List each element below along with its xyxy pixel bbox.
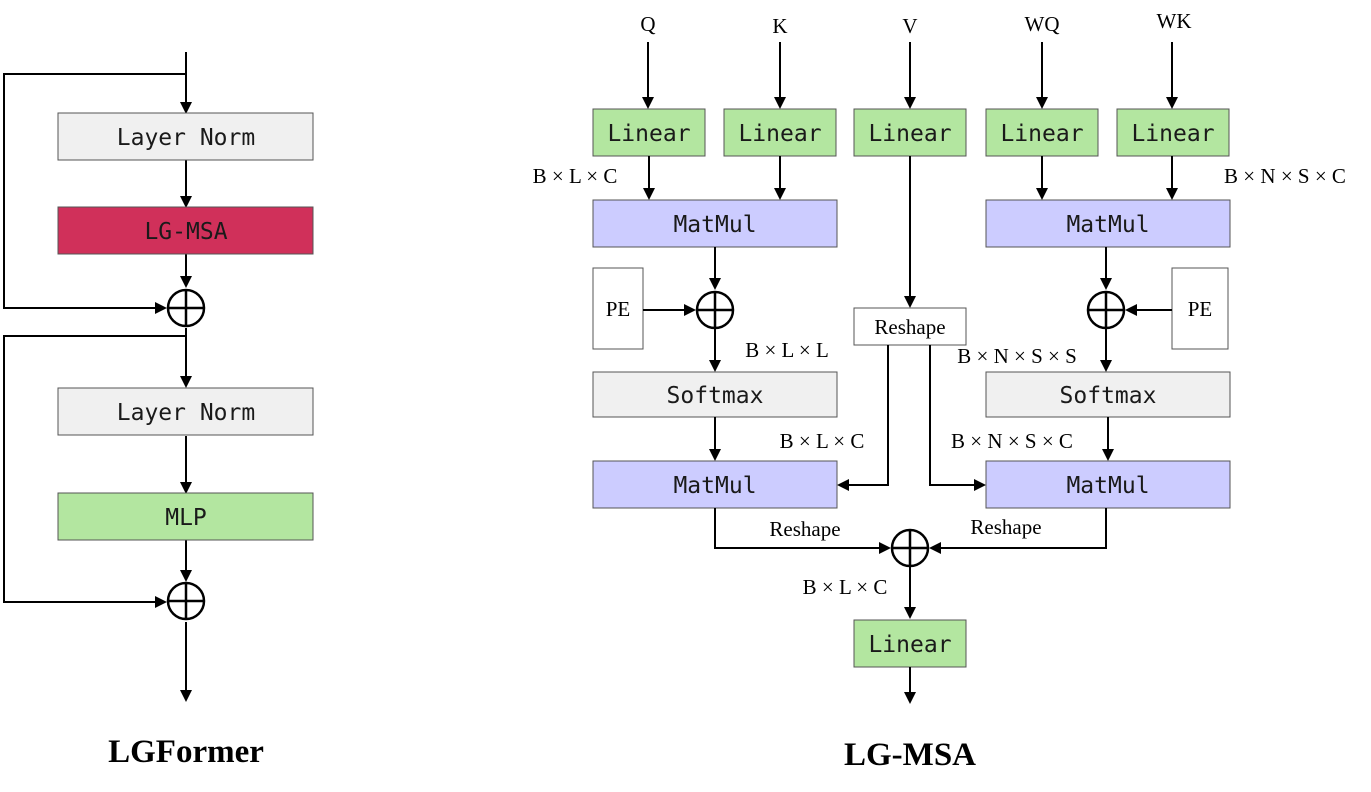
matmul-w-box bbox=[985, 199, 1231, 248]
softmax-left-box bbox=[592, 371, 838, 418]
linear-wk-box bbox=[1116, 108, 1230, 157]
reshape-v-label: Reshape bbox=[874, 315, 945, 339]
layer-norm-1-box bbox=[57, 112, 314, 161]
matmul-qk-box bbox=[592, 199, 838, 248]
linear-out-label: Linear bbox=[868, 632, 951, 658]
lgformer-title: LGFormer bbox=[108, 734, 264, 770]
matmul-v-left-box bbox=[592, 460, 838, 509]
matmul-v-right-label: MatMul bbox=[1066, 473, 1149, 499]
layer-norm-2-label: Layer Norm bbox=[117, 400, 255, 426]
dim-bll: B × L × L bbox=[745, 338, 829, 362]
pe-right-label: PE bbox=[1188, 297, 1213, 321]
reshape-right-label: Reshape bbox=[970, 515, 1041, 539]
output-add-icon bbox=[890, 528, 930, 568]
linear-k-label: Linear bbox=[738, 121, 821, 147]
linear-out-box bbox=[853, 619, 967, 668]
matmul-v-left-label: MatMul bbox=[673, 473, 756, 499]
lg-msa-diagram: Q K V WQ WK Linear Linear Linear Linear … bbox=[533, 9, 1346, 773]
layer-norm-2-box bbox=[57, 387, 314, 436]
softmax-right-label: Softmax bbox=[1060, 383, 1157, 409]
reshape-v-box bbox=[853, 307, 967, 346]
softmax-right-box bbox=[985, 371, 1231, 418]
input-v-label: V bbox=[902, 14, 917, 38]
matmul-qk-label: MatMul bbox=[673, 212, 756, 238]
pe-add-right-icon bbox=[1086, 290, 1126, 330]
residual-add-1-icon bbox=[166, 288, 206, 328]
linear-v-label: Linear bbox=[868, 121, 951, 147]
dim-blc-mid: B × L × C bbox=[780, 429, 865, 453]
residual-add-2-icon bbox=[166, 581, 206, 621]
linear-v-box bbox=[853, 108, 967, 157]
dim-bnss: B × N × S × S bbox=[957, 344, 1077, 368]
matmul-w-label: MatMul bbox=[1066, 212, 1149, 238]
pe-add-left-icon bbox=[695, 290, 735, 330]
mlp-box bbox=[57, 492, 314, 541]
softmax-left-label: Softmax bbox=[667, 383, 764, 409]
pe-left-box bbox=[592, 267, 644, 350]
lg-msa-block-box bbox=[57, 206, 314, 255]
input-wk-label: WK bbox=[1157, 9, 1192, 33]
dim-blc-out: B × L × C bbox=[803, 575, 888, 599]
linear-q-box bbox=[592, 108, 706, 157]
linear-wk-label: Linear bbox=[1131, 121, 1214, 147]
reshape-left-label: Reshape bbox=[769, 517, 840, 541]
layer-norm-1-label: Layer Norm bbox=[117, 125, 255, 151]
linear-q-label: Linear bbox=[607, 121, 690, 147]
dim-bnsc-mid: B × N × S × C bbox=[951, 429, 1073, 453]
input-wq-label: WQ bbox=[1025, 12, 1060, 36]
pe-left-label: PE bbox=[606, 297, 631, 321]
lgformer-block: Layer Norm LG-MSA Layer Norm MLP LGForme… bbox=[3, 52, 314, 770]
linear-wq-box bbox=[985, 108, 1099, 157]
linear-wq-label: Linear bbox=[1000, 121, 1083, 147]
input-q-label: Q bbox=[640, 12, 655, 36]
pe-right-box bbox=[1171, 267, 1229, 350]
input-k-label: K bbox=[772, 14, 787, 38]
lg-msa-title: LG-MSA bbox=[844, 737, 976, 773]
matmul-v-right-box bbox=[985, 460, 1231, 509]
mlp-label: MLP bbox=[165, 505, 207, 531]
lg-msa-block-label: LG-MSA bbox=[144, 219, 227, 245]
linear-k-box bbox=[723, 108, 837, 157]
dim-bnsc-top: B × N × S × C bbox=[1224, 164, 1346, 188]
dim-blc-top: B × L × C bbox=[533, 164, 618, 188]
